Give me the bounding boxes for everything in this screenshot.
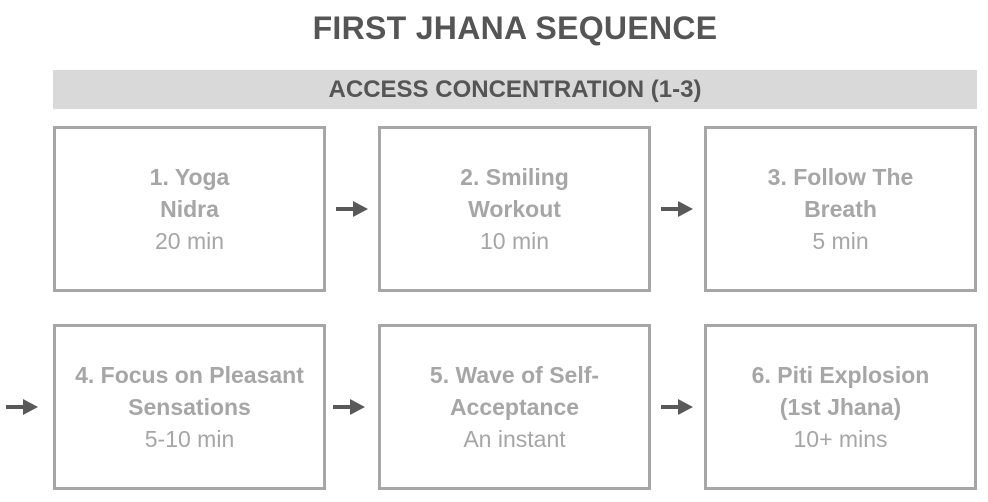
step-box-4: 4. Focus on Pleasant Sensations 5-10 min — [53, 324, 326, 490]
step-5-name-line2: Acceptance — [449, 394, 580, 420]
diagram-title: FIRST JHANA SEQUENCE — [312, 10, 718, 46]
arrow-right-icon — [661, 201, 693, 217]
arrow-right-icon — [336, 201, 368, 217]
step-box-6: 6. Piti Explosion (1st Jhana) 10+ mins — [704, 324, 977, 490]
step-box-2: 2. Smiling Workout 10 min — [378, 126, 651, 292]
step-5-duration: An instant — [463, 426, 566, 452]
step-6-name-line1: 6. Piti Explosion — [751, 362, 930, 388]
step-2-duration: 10 min — [479, 228, 550, 254]
step-2-name-line2: Workout — [468, 196, 561, 222]
step-3-name-line1: 3. Follow The — [767, 164, 914, 190]
step-1-name-line1: 1. Yoga — [149, 164, 230, 190]
arrow-right-icon — [6, 399, 38, 415]
step-2-name-line1: 2. Smiling — [460, 164, 569, 190]
arrow-right-icon — [661, 399, 693, 415]
step-3-duration: 5 min — [812, 228, 869, 254]
section-banner: ACCESS CONCENTRATION (1-3) — [53, 70, 977, 109]
arrow-right-icon — [333, 399, 365, 415]
step-1-name-line2: Nidra — [160, 196, 219, 222]
step-6-duration: 10+ mins — [793, 426, 888, 452]
step-3-name-line2: Breath — [804, 196, 877, 222]
step-box-5: 5. Wave of Self- Acceptance An instant — [378, 324, 651, 490]
step-6-name-line2: (1st Jhana) — [779, 394, 902, 420]
step-4-duration: 5-10 min — [144, 426, 235, 452]
step-4-name-line1: 4. Focus on Pleasant — [75, 362, 304, 388]
step-box-1: 1. Yoga Nidra 20 min — [53, 126, 326, 292]
step-4-name-line2: Sensations — [128, 394, 251, 420]
step-1-duration: 20 min — [154, 228, 225, 254]
step-box-3: 3. Follow The Breath 5 min — [704, 126, 977, 292]
step-5-name-line1: 5. Wave of Self- — [429, 362, 600, 388]
